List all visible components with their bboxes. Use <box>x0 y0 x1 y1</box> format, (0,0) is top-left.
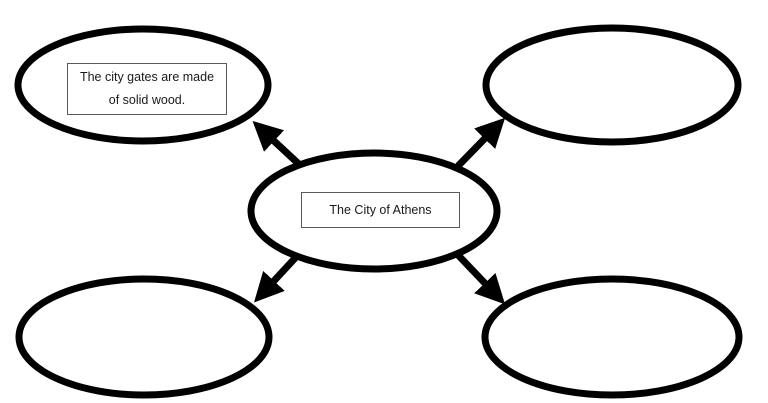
connector-center-to-top-right[interactable] <box>455 117 506 169</box>
center-node-label-box[interactable]: The City of Athens <box>301 192 460 228</box>
node-ellipse-bottom-left[interactable] <box>15 275 273 399</box>
node-ellipse-top-right[interactable] <box>482 24 742 146</box>
node-ellipse-bottom-right[interactable] <box>481 275 743 399</box>
connector-center-to-bottom-left[interactable] <box>254 253 300 303</box>
connector-center-to-bottom-right[interactable] <box>455 252 506 305</box>
top-left-node-label-box[interactable]: The city gates are made of solid wood. <box>67 63 227 115</box>
connector-center-to-top-left[interactable] <box>252 120 305 170</box>
top-left-node-label: The city gates are made of solid wood. <box>79 69 215 107</box>
center-node-label: The City of Athens <box>329 203 432 217</box>
